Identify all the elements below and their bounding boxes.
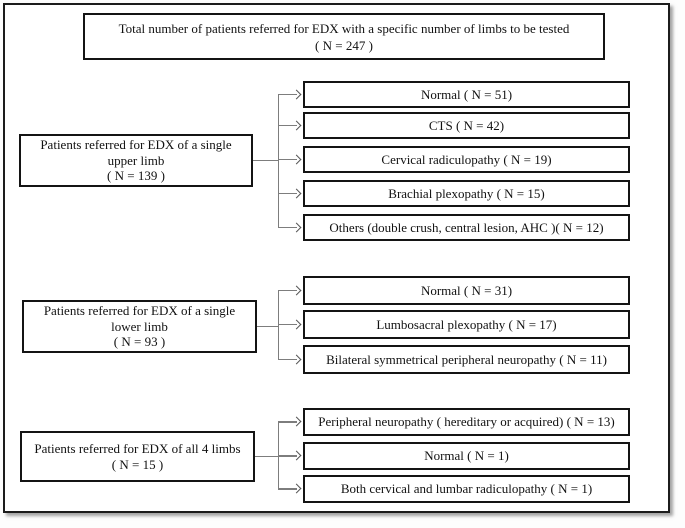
- total-patients-count: ( N = 247 ): [315, 37, 373, 53]
- outcome-box: Normal ( N = 1): [303, 442, 630, 470]
- source-box-line: ( N = 139 ): [107, 168, 165, 184]
- outcome-box: Others (double crush, central lesion, AH…: [303, 214, 630, 241]
- connector-branch-line: [278, 124, 297, 127]
- source-box-line: Patients referred for EDX of a single: [43, 303, 236, 319]
- outcome-box: Lumbosacral plexopathy ( N = 17): [303, 310, 630, 339]
- connector-feed-line: [253, 159, 280, 162]
- connector-branch-line: [278, 93, 297, 96]
- outcome-box: Both cervical and lumbar radiculopathy (…: [303, 475, 630, 503]
- connector-branch-line: [278, 323, 297, 326]
- connector-branch-line: [278, 358, 297, 361]
- connector-branch-line: [278, 421, 297, 423]
- connector-branch-line: [278, 455, 297, 457]
- outcome-box: Cervical radiculopathy ( N = 19): [303, 146, 630, 173]
- connector-trunk-line: [278, 93, 280, 229]
- connector-branch-line: [278, 192, 297, 195]
- connector-feed-line: [255, 455, 280, 458]
- connector-branch-line: [278, 289, 297, 292]
- total-patients-text: Total number of patients referred for ED…: [118, 20, 570, 36]
- source-box-line: lower limb: [111, 318, 168, 334]
- source-box-line: Patients referred for EDX of all 4 limbs: [34, 441, 241, 456]
- connector-branch-line: [278, 226, 297, 229]
- connector-branch-line: [278, 488, 297, 490]
- source-box-line: ( N = 15 ): [111, 456, 164, 472]
- outcome-box: Normal ( N = 51): [303, 81, 630, 108]
- connector-feed-line: [257, 325, 280, 328]
- connector-branch-line: [278, 158, 297, 161]
- source-box-line: Patients referred for EDX of a single: [40, 137, 232, 153]
- outcome-box: Bilateral symmetrical peripheral neuropa…: [303, 345, 630, 374]
- source-box-line: upper limb: [107, 152, 165, 168]
- outcome-box: Normal ( N = 31): [303, 276, 630, 305]
- outcome-box: CTS ( N = 42): [303, 112, 630, 139]
- source-box-all-4-limbs: Patients referred for EDX of all 4 limbs…: [20, 431, 255, 482]
- source-box-line: ( N = 93 ): [113, 334, 166, 350]
- outcome-box: Brachial plexopathy ( N = 15): [303, 180, 630, 207]
- outcome-box: Peripheral neuropathy ( hereditary or ac…: [303, 408, 630, 436]
- total-patients-box: Total number of patients referred for ED…: [83, 13, 605, 60]
